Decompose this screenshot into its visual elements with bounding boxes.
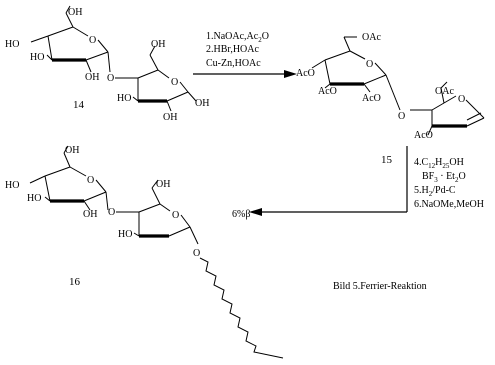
compound-15: OAc AcO AcO O AcO O OAc O AcO 15 bbox=[296, 32, 485, 166]
compound-14-lower-ring bbox=[115, 45, 197, 112]
c16-label-o-ring-b: O bbox=[172, 210, 179, 221]
c16-label-oh-a: OH bbox=[65, 145, 79, 156]
c15-label-o-ring-a: O bbox=[366, 59, 373, 70]
compound-14-number: 14 bbox=[73, 99, 85, 111]
compound-16-lower-ring bbox=[116, 179, 199, 245]
yield-label: 6%β bbox=[232, 209, 250, 220]
reaction-arrow-1 bbox=[193, 70, 297, 78]
c16-label-o-glyc: O bbox=[193, 248, 200, 259]
c16-label-oh-c: OH bbox=[156, 179, 170, 190]
condition-step-3: Cu-Zn,HOAc bbox=[206, 58, 261, 69]
condition-step-2: 2.HBr,HOAc bbox=[206, 44, 259, 55]
compound-15-number: 15 bbox=[381, 154, 393, 166]
condition-step-1: 1.NaOAc,Ac2O bbox=[206, 31, 269, 44]
figure-caption: Bild 5.Ferrier-Reaktion bbox=[333, 281, 427, 292]
c15-label-o-link: O bbox=[398, 111, 405, 122]
c16-label-o-link: O bbox=[108, 207, 115, 218]
c14-label-oh-c: OH bbox=[151, 39, 165, 50]
c14-label-o-ring-a: O bbox=[89, 35, 96, 46]
c14-label-oh-a: OH bbox=[68, 7, 82, 18]
c14-label-oh-e: OH bbox=[163, 112, 177, 123]
c15-label-oac-a: OAc bbox=[362, 32, 381, 43]
compound-16-upper-ring bbox=[29, 145, 109, 211]
compound-14-upper-ring bbox=[30, 5, 111, 73]
c14-label-ho-c: HO bbox=[117, 93, 131, 104]
c16-label-o-ring-a: O bbox=[87, 175, 94, 186]
condition-step-5: 5.H2/Pd-C bbox=[414, 185, 456, 198]
condition-step-4: 4.C12H25OH bbox=[414, 157, 464, 170]
c14-label-oh-b: OH bbox=[85, 72, 99, 83]
c15-label-aco-b: AcO bbox=[318, 86, 337, 97]
compound-14: OH HO HO O OH O OH O HO OH OH 14 bbox=[5, 5, 209, 123]
c14-label-o-link: O bbox=[107, 73, 114, 84]
compound-16: OH HO HO O OH O OH O HO O 16 bbox=[5, 145, 284, 359]
condition-step-4b: BF3 · Et2O bbox=[422, 171, 466, 184]
c15-label-aco-c: AcO bbox=[362, 93, 381, 104]
compound-15-glycal-ring bbox=[410, 81, 485, 136]
reaction-arrow-2 bbox=[249, 146, 408, 216]
c15-label-aco-d: AcO bbox=[414, 130, 433, 141]
c14-label-o-ring-b: O bbox=[171, 77, 178, 88]
condition-step-6: 6.NaOMe,MeOH bbox=[414, 199, 484, 210]
dodecyl-chain bbox=[199, 257, 284, 359]
compound-15-upper-ring bbox=[311, 36, 401, 111]
compound-16-number: 16 bbox=[69, 276, 81, 288]
c14-label-ho-b: HO bbox=[30, 52, 44, 63]
c14-label-oh-d: OH bbox=[195, 98, 209, 109]
c15-label-o-ring-b: O bbox=[458, 94, 465, 105]
c16-label-ho-b: HO bbox=[27, 193, 41, 204]
c15-label-aco-a: AcO bbox=[296, 68, 315, 79]
c16-label-oh-b: OH bbox=[83, 209, 97, 220]
c16-label-ho-c: HO bbox=[118, 229, 132, 240]
c14-label-ho-a: HO bbox=[5, 39, 19, 50]
c16-label-ho-a: HO bbox=[5, 180, 19, 191]
c15-label-oac-b: OAc bbox=[435, 86, 454, 97]
